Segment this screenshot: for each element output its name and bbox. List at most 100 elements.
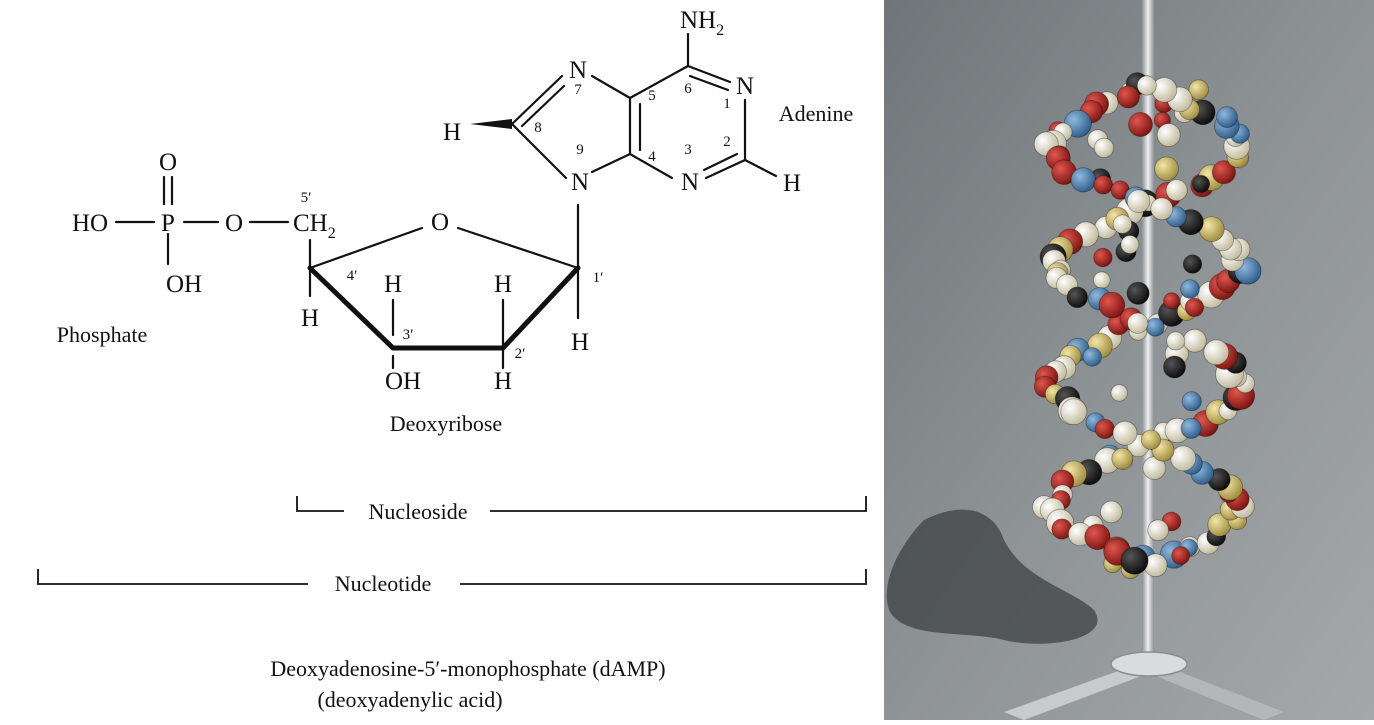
model-shadow: [886, 509, 1098, 644]
bond-n3-c4: [628, 152, 674, 180]
carbon-atom: [1120, 546, 1149, 575]
oxygen-atom: [1084, 523, 1111, 551]
atom-ring-o: O: [431, 209, 449, 236]
nucleoside-bracket-right: [490, 496, 867, 512]
hydrogen-atom: [1110, 384, 1129, 402]
atom-n1: N: [736, 73, 754, 100]
number-3-prime: 3′: [403, 327, 414, 343]
label-nucleoside: Nucleoside: [369, 499, 468, 524]
hydrogen-atom: [1093, 271, 1111, 289]
bold-bonds: [307, 265, 581, 351]
nitrogen-atom: [1180, 279, 1200, 299]
atom-h-c2-top: H: [494, 271, 512, 298]
hydrogen-atom: [1100, 500, 1123, 524]
hydrogen-atom: [1093, 137, 1115, 158]
structure-svg: O HO P O OH CH2 O H H OH H H H NH2 N N N…: [37, 7, 867, 712]
hydrogen-atom: [1165, 179, 1188, 202]
stand-leg-right: [1146, 660, 1284, 720]
phosphorus-atom: [1140, 429, 1161, 450]
oxygen-atom: [1116, 85, 1140, 109]
phosphorus-atom: [1154, 156, 1179, 182]
bond-c6-n1: [686, 64, 732, 84]
bond-c2-c1: [500, 265, 581, 351]
nitrogen-atom: [1145, 317, 1165, 337]
bond-c8-n7-double: [520, 84, 566, 128]
dna-space-filling-model-photo: [884, 0, 1374, 720]
carbon-atom: [1163, 355, 1186, 379]
number-3: 3: [684, 142, 692, 158]
hydrogen-atom: [1112, 420, 1138, 446]
hydrogen-atom: [1126, 189, 1151, 214]
atom-h-c3: H: [384, 271, 402, 298]
hydrogen-atom: [1127, 312, 1149, 334]
hydrogen-atom: [1203, 339, 1230, 366]
label-deoxyribose: Deoxyribose: [390, 411, 502, 436]
oxygen-atom: [1163, 292, 1181, 310]
oxygen-atom: [1093, 247, 1113, 268]
bond-c6-n1-double: [688, 74, 730, 92]
caption-line-1: Deoxyadenosine-5′-monophosphate (dAMP): [270, 656, 665, 681]
number-8: 8: [534, 120, 542, 136]
number-9: 9: [576, 142, 584, 158]
label-phosphate: Phosphate: [57, 322, 147, 347]
hydrogen-atom: [1120, 235, 1140, 254]
hydrogen-atom: [1170, 445, 1197, 472]
nitrogen-atom: [1181, 391, 1202, 412]
number-2: 2: [723, 134, 731, 150]
hydrogen-atom: [1166, 331, 1186, 351]
nitrogen-atom: [1070, 167, 1096, 193]
bond-c2-h: [743, 158, 778, 178]
atom-n9: N: [571, 169, 589, 196]
number-2-prime: 2′: [515, 346, 526, 362]
number-4-prime: 4′: [347, 268, 358, 284]
atom-ch-subscript: 2: [328, 225, 336, 242]
oxygen-atom: [1098, 291, 1126, 319]
bond-c8-h: [470, 119, 512, 129]
number-7: 7: [574, 82, 582, 98]
caption-line-2: (deoxyadenylic acid): [317, 687, 502, 712]
oxygen-atom: [1128, 112, 1153, 137]
number-4: 4: [648, 149, 656, 165]
atom-n7: N: [569, 57, 587, 84]
nucleotide-bracket-left: [37, 569, 308, 585]
number-5: 5: [648, 88, 656, 104]
atom-ch2: CH2: [293, 210, 336, 242]
hydrogen-atom: [1147, 519, 1169, 541]
atom-h-c2-bottom: H: [494, 368, 512, 395]
oxygen-atom: [1093, 175, 1113, 195]
atom-oh-c3: OH: [385, 368, 421, 395]
carbon-atom: [1126, 281, 1150, 305]
bond-n9-c8: [510, 122, 568, 180]
atom-o-double: O: [159, 149, 177, 176]
bond-c5-c6: [628, 64, 690, 100]
atom-nh: NH: [680, 7, 716, 34]
atom-nh2: NH2: [680, 7, 724, 39]
photo-svg: [884, 0, 1374, 720]
atom-h-c1: H: [571, 329, 589, 356]
nitrogen-atom: [1082, 347, 1102, 367]
atom-oh-phosphate: OH: [166, 271, 202, 298]
hydrogen-atom: [1182, 328, 1207, 353]
nucleoside-bracket-left: [296, 496, 344, 512]
oxygen-atom: [1094, 418, 1115, 439]
oxygen-atom: [1171, 546, 1191, 565]
bonds: [114, 175, 580, 370]
bond-c8-n7: [510, 74, 564, 126]
atom-o-ester: O: [225, 210, 243, 237]
atom-n3: N: [681, 169, 699, 196]
atom-h-c4: H: [301, 305, 319, 332]
hydrogen-atom: [1156, 123, 1181, 147]
bond-n7-c5: [590, 74, 632, 100]
label-nucleotide: Nucleotide: [335, 571, 432, 596]
hydrogen-atom: [1112, 214, 1133, 234]
carbon-atom: [1066, 286, 1089, 309]
bond-c4-o: [308, 226, 424, 270]
adenine-bonds: [510, 32, 778, 180]
stand-base: [1004, 651, 1284, 720]
number-5-prime: 5′: [301, 190, 312, 206]
oxygen-atom: [1211, 160, 1236, 185]
bond-c2-n3: [704, 158, 747, 180]
phosphorus-atom: [1188, 79, 1209, 100]
atom-ho: HO: [72, 210, 108, 237]
bond-o-c1: [456, 226, 580, 270]
